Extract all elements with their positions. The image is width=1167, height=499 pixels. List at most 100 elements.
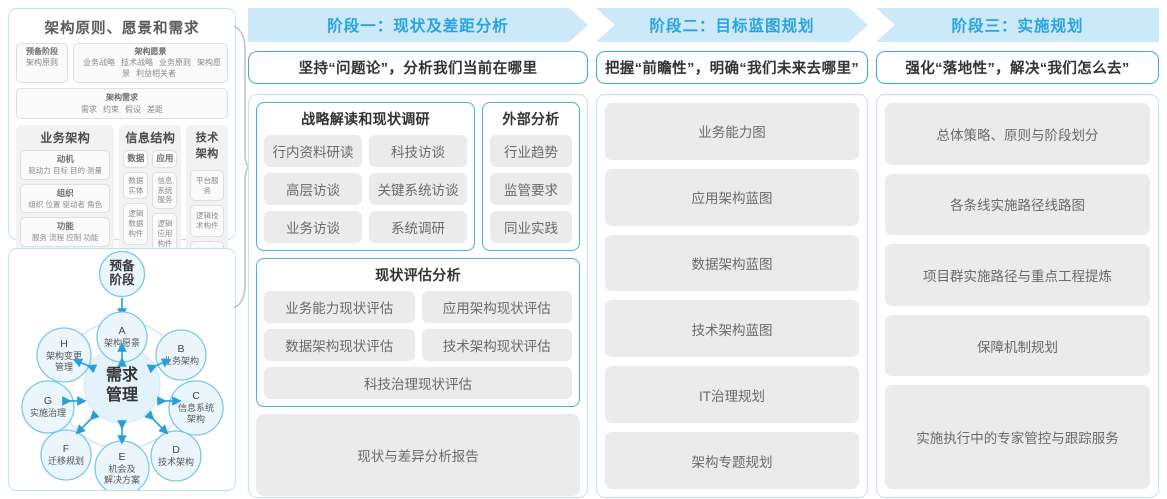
function-chip: 功能 服务 流程 控制 功能	[20, 217, 111, 248]
implementation-item[interactable]: 总体策略、原则与阶段划分	[885, 103, 1150, 165]
adm-preliminary-line2: 阶段	[109, 272, 135, 287]
motivation-chip: 动机 驱动力 目标 目的 测量	[20, 149, 111, 180]
adm-phase-g-label: 实施治理	[30, 407, 66, 418]
adm-center-line1: 需求	[106, 365, 139, 384]
assessment-item[interactable]: 数据架构现状评估	[264, 329, 415, 361]
adm-phase-b-circle	[155, 329, 207, 381]
adm-phase-f-label: 迁移规划	[48, 455, 84, 466]
adm-cycle-card: 预备 阶段 需求 管理 A 架构愿景 B 业务架构	[8, 248, 236, 491]
phase-2-header: 阶段二：目标蓝图规划	[596, 8, 868, 42]
adm-phase-d-letter: D	[172, 444, 180, 456]
survey-row: 高层访谈 关键系统访谈	[264, 173, 467, 205]
adm-phase-c-circle	[168, 380, 224, 436]
adm-phase-c-label-2: 架构	[187, 413, 205, 424]
assessment-title: 现状评估分析	[375, 267, 461, 283]
gap-analysis-report-pill[interactable]: 现状与差异分析报告	[256, 414, 580, 496]
blueprint-item[interactable]: 架构专题规划	[605, 432, 859, 489]
implementation-item[interactable]: 保障机制规划	[885, 314, 1150, 377]
survey-row: 业务访谈 系统调研	[264, 211, 467, 243]
adm-phase-g-circle	[21, 380, 75, 434]
strategy-survey-title: 战略解读和现状调研	[301, 111, 430, 127]
togaf-title: 架构原则、愿景和需求	[44, 21, 200, 37]
assessment-row: 数据架构现状评估 技术架构现状评估	[264, 329, 572, 361]
survey-row: 行内资料研读 科技访谈	[264, 135, 467, 167]
data-subcolumn-title: 数据	[123, 149, 149, 168]
external-analysis-title: 外部分析	[502, 111, 560, 127]
blueprint-item[interactable]: 技术架构蓝图	[605, 300, 859, 358]
adm-preliminary-line1: 预备	[109, 258, 135, 273]
survey-item[interactable]: 高层访谈	[264, 173, 362, 205]
external-item[interactable]: 同业实践	[490, 211, 572, 243]
adm-phase-f-letter: F	[63, 443, 69, 455]
logical-technology-component-chip: 逻辑技术构件	[190, 205, 224, 237]
survey-item[interactable]: 科技访谈	[369, 135, 467, 167]
external-analysis-box: 外部分析 行业趋势 监管要求 同业实践	[482, 102, 580, 251]
adm-phase-e-label-1: 机会及	[108, 463, 135, 474]
data-entity-chip: 数据实体	[123, 171, 149, 200]
implementation-item[interactable]: 各条线实施路径线路图	[885, 173, 1150, 236]
adm-phase-h-label-2: 管理	[55, 361, 73, 372]
survey-item[interactable]: 行内资料研读	[264, 135, 362, 167]
adm-phase-b-letter: B	[177, 343, 184, 355]
phase-1-column: 阶段一：现状及差距分析 坚持“问题论”，分析我们当前在哪里 战略解读和现状调研 …	[248, 8, 588, 498]
blueprint-item[interactable]: 业务能力图	[605, 103, 859, 160]
adm-phase-b-label: 业务架构	[163, 355, 199, 366]
organization-chip: 组织 组织 位置 驱动者 角色	[20, 183, 111, 214]
survey-item[interactable]: 关键系统访谈	[369, 173, 467, 205]
phase-2-subtitle: 把握“前瞻性”，明确“我们未来去哪里”	[596, 51, 868, 84]
platform-service-chip: 平台服务	[190, 169, 224, 202]
assessment-item[interactable]: 应用架构现状评估	[421, 291, 572, 323]
phase-1-header: 阶段一：现状及差距分析	[248, 8, 588, 42]
external-item[interactable]: 行业趋势	[490, 135, 572, 167]
adm-phase-h-letter: H	[60, 338, 68, 350]
assessment-item[interactable]: 技术架构现状评估	[421, 329, 572, 361]
phase-3-item-list: 总体策略、原则与阶段划分 各条线实施路径线路图 项目群实施路径与重点工程提炼 保…	[885, 103, 1150, 490]
togaf-framework-card: 架构原则、愿景和需求 预备阶段 架构原则 架构愿景 业务战略技术战略业务原则架构…	[8, 8, 236, 359]
strategy-survey-box: 战略解读和现状调研 行内资料研读 科技访谈 高层访谈 关键系统访谈 业务访谈 系…	[256, 102, 475, 251]
business-architecture-column: 业务架构 动机 驱动力 目标 目的 测量 组织 组织 位置	[16, 124, 115, 305]
adm-cycle-diagram: 预备 阶段 需求 管理 A 架构愿景 B 业务架构	[21, 250, 224, 490]
phase-2-body: 业务能力图 应用架构蓝图 数据架构蓝图 技术架构蓝图 IT治理规划 架构专题规划	[596, 94, 868, 498]
architecture-vision-cell: 架构愿景 业务战略技术战略业务原则架构愿景利益相关者	[73, 43, 228, 84]
adm-phase-d-circle	[150, 430, 202, 482]
phase-3-subtitle: 强化“落地性”，解决“我们怎么去”	[876, 51, 1159, 84]
implementation-item[interactable]: 实施执行中的专家管控与跟踪服务	[885, 385, 1150, 490]
assessment-row: 业务能力现状评估 应用架构现状评估	[264, 291, 572, 323]
phase-1-body: 战略解读和现状调研 行内资料研读 科技访谈 高层访谈 关键系统访谈 业务访谈 系…	[248, 94, 588, 498]
adm-phase-e-letter: E	[118, 451, 125, 463]
adm-phase-d-label: 技术架构	[158, 456, 194, 467]
assessment-item[interactable]: 业务能力现状评估	[264, 291, 415, 323]
adm-preliminary-circle	[98, 250, 146, 298]
phase-1-top-row: 战略解读和现状调研 行内资料研读 科技访谈 高层访谈 关键系统访谈 业务访谈 系…	[256, 102, 580, 251]
assessment-item[interactable]: 科技治理现状评估	[264, 367, 572, 399]
implementation-item[interactable]: 项目群实施路径与重点工程提炼	[885, 244, 1150, 306]
survey-item[interactable]: 业务访谈	[264, 211, 362, 243]
blueprint-item[interactable]: 数据架构蓝图	[605, 234, 859, 292]
application-subcolumn-title: 应用	[152, 149, 178, 168]
preliminary-phase-cell: 预备阶段 架构原则	[16, 43, 68, 84]
current-state-assessment-box: 现状评估分析 业务能力现状评估 应用架构现状评估 数据架构现状评估 技术架构现状…	[256, 258, 580, 407]
adm-center-line2: 管理	[106, 385, 138, 404]
architecture-requirements-items: 需求约束假设差距	[81, 104, 163, 114]
blueprint-item[interactable]: IT治理规划	[605, 366, 859, 424]
adm-phase-a-letter: A	[118, 325, 125, 337]
adm-phase-g-letter: G	[44, 395, 52, 407]
phase-1-subtitle: 坚持“问题论”，分析我们当前在哪里	[248, 51, 588, 84]
adm-phase-f-circle	[40, 429, 92, 481]
blueprint-item[interactable]: 应用架构蓝图	[605, 168, 859, 226]
information-system-service-chip: 信息系统服务	[152, 171, 178, 210]
adm-phase-a-label: 架构愿景	[104, 337, 140, 348]
survey-item[interactable]: 系统调研	[369, 211, 467, 243]
architecture-requirements-cell: 架构需求 需求约束假设差距	[16, 88, 228, 119]
logical-data-component-chip: 逻辑数据构件	[123, 203, 149, 245]
logical-application-component-chip: 逻辑应用构件	[152, 213, 178, 255]
left-column: 架构原则、愿景和需求 预备阶段 架构原则 架构愿景 业务战略技术战略业务原则架构…	[8, 8, 236, 491]
adm-phase-c-letter: C	[192, 390, 200, 402]
togaf-vision-row: 预备阶段 架构原则 架构愿景 业务战略技术战略业务原则架构愿景利益相关者	[16, 43, 228, 84]
adm-phase-e-label-2: 解决方案	[104, 474, 140, 485]
adm-phase-c-label-1: 信息系统	[178, 402, 214, 413]
external-item[interactable]: 监管要求	[490, 173, 572, 205]
adm-phase-h-label-1: 架构变更	[46, 350, 82, 361]
phase-3-body: 总体策略、原则与阶段划分 各条线实施路径线路图 项目群实施路径与重点工程提炼 保…	[876, 94, 1159, 498]
